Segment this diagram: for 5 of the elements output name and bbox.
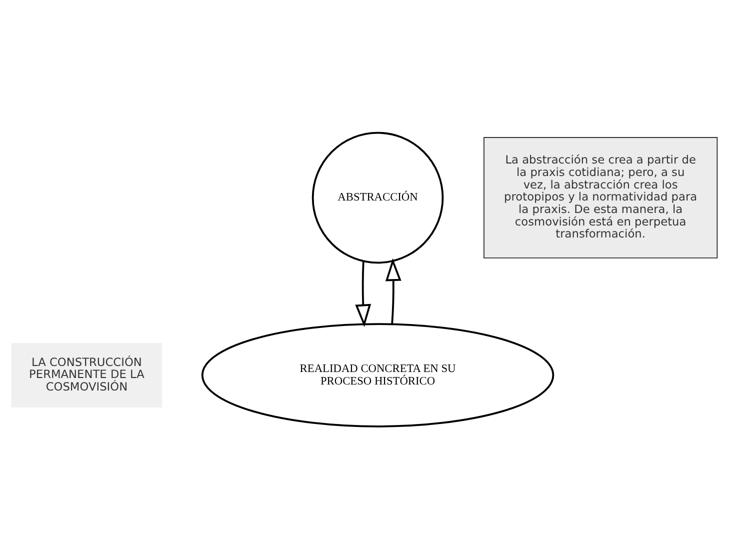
node-circle: ABSTRACCIÓN bbox=[312, 132, 444, 264]
arrow bbox=[355, 261, 372, 328]
arrow bbox=[385, 258, 402, 324]
node-box: La abstracción se crea a partir de la praxis cotidiana; pero, a su vez, la abstracción crea los protopipos y la normatividad para la praxis. De esta manera, la cosmovisión está en perpetua transformación. bbox=[483, 137, 718, 258]
node-ellipse: REALIDAD CONCRETA EN SU PROCESO HISTÓRICO bbox=[201, 323, 554, 428]
